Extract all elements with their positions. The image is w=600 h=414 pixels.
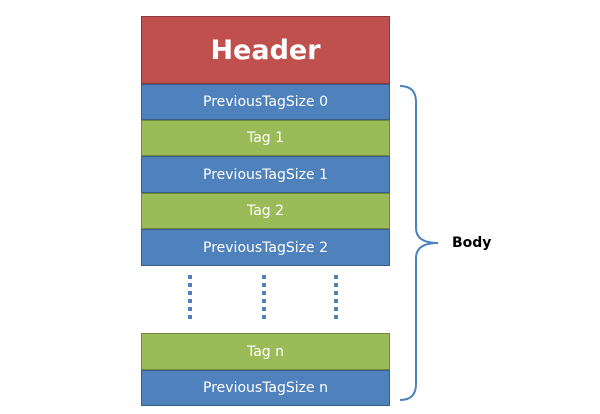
ellipsis-dots-middle [262,275,266,323]
previous-tag-size-1-block: PreviousTagSize 1 [141,156,390,193]
tag-1-block: Tag 1 [141,120,390,156]
ellipsis-dots-left [188,275,192,323]
header-block: Header [141,16,390,84]
tag-n-block: Tag n [141,333,390,370]
body-label: Body [452,235,492,251]
tag-2-block: Tag 2 [141,193,390,229]
previous-tag-size-2-block: PreviousTagSize 2 [141,229,390,266]
previous-tag-size-n-block: PreviousTagSize n [141,370,390,406]
previous-tag-size-0-block: PreviousTagSize 0 [141,84,390,120]
ellipsis-dots-right [334,275,338,323]
body-brace [399,85,439,401]
